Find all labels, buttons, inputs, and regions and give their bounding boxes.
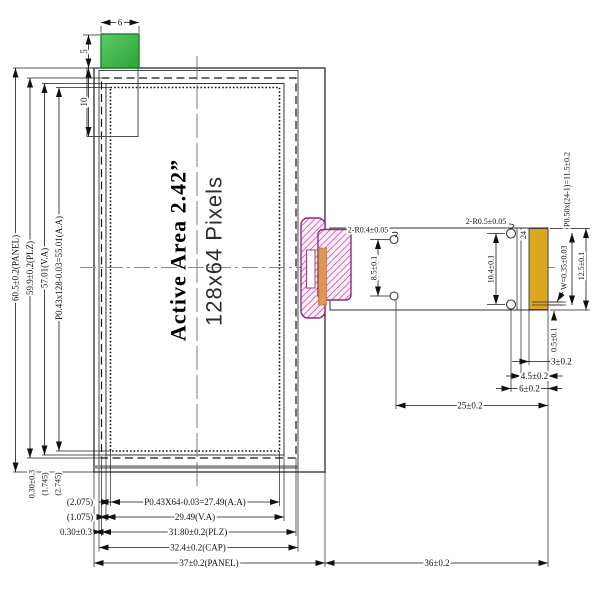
dim-active-area-width-label: P0.43X64-0.03=27.49(A.A) xyxy=(144,497,246,507)
dim-stiffener-length-label: 4.5±0.2 xyxy=(521,371,548,381)
dim-viewing-area-height-label: 57.01(V.A) xyxy=(40,248,50,288)
alignment-hole xyxy=(505,228,517,239)
dim-pin-width-label: W=0.35±0.03 xyxy=(560,246,569,290)
front-view xyxy=(80,33,568,486)
dim-bottom-gap1-label: 0.30±0.3 xyxy=(28,470,37,498)
extension-lines xyxy=(13,26,590,567)
dim-tab-height-label: 5 xyxy=(79,49,89,54)
green-tape-tab xyxy=(100,33,140,69)
leader-line xyxy=(508,223,515,230)
gold-contact-pads xyxy=(528,228,549,310)
dim-fpc-hole2-span-label: 10.4±0.1 xyxy=(487,255,496,283)
alignment-hole xyxy=(389,234,399,245)
dim-pin-pitch-label: P0.50x(24-1)=11.5±0.2 xyxy=(563,152,572,227)
dim-end-length-label: 6±0.2 xyxy=(519,384,540,394)
active-area-title: Active Area 2.42” xyxy=(166,159,191,341)
dim-fpc-total-length-label: 36±0.2 xyxy=(424,558,449,568)
dim-fpc-end-width-label: 12.5±0.1 xyxy=(577,252,586,280)
dim-bottom-gap3-label: (2.745) xyxy=(54,472,63,496)
contact-strip-orange xyxy=(318,247,327,306)
dim-tab-offset-label: 10 xyxy=(79,97,89,107)
leader-line xyxy=(391,231,398,238)
dim-active-area-height-label: P0.43x128-0.03=55.01(A.A) xyxy=(54,216,64,320)
dim-tab-width-label: 6 xyxy=(118,18,123,28)
dim-cap-width-label: 32.4±0.2(CAP) xyxy=(170,543,225,553)
dim-panel-height-label: 60.5±0.2(PANEL) xyxy=(11,235,21,301)
active-area-outline xyxy=(109,86,281,452)
dimension-lines xyxy=(12,19,589,566)
dim-fpc-free-length-label: 25±0.2 xyxy=(457,401,482,411)
dim-plz-margin-label: 0.30±0.3 xyxy=(60,527,92,537)
dim-fpc-hole1-span-label: 8.5±0.1 xyxy=(370,256,379,280)
dim-viewing-area-width-label: 29.49(V.A) xyxy=(175,512,215,522)
dim-fpc-hole1-label: 2-R0.4±0.05 xyxy=(348,226,388,235)
panel-outline xyxy=(93,67,326,473)
dim-pad-length-label: 3±0.2 xyxy=(551,357,572,367)
alignment-hole xyxy=(505,299,517,310)
dim-aa-margin-label: (2.075) xyxy=(67,497,93,507)
labels: Active Area 2.42” 128x64 Pixels 6 5 10 6… xyxy=(9,16,589,571)
pin-count-label: 24 xyxy=(519,231,528,239)
viewing-area-outline xyxy=(105,83,285,456)
dim-polarizer-width-label: 31.80±0.2(PLZ) xyxy=(169,527,227,537)
dim-va-margin-label: (1.075) xyxy=(67,512,93,522)
alignment-hole xyxy=(389,291,399,301)
connector-slot xyxy=(306,249,316,289)
resolution-title: 128x64 Pixels xyxy=(202,176,227,326)
dim-fpc-hole2-label: 2-R0.5±0.05 xyxy=(466,217,506,226)
dim-bottom-gap2-label: (1.745) xyxy=(41,472,50,496)
fpc-view xyxy=(300,217,562,319)
dim-pad-margin-label: 0.5±0.1 xyxy=(550,328,559,352)
fpc-cable-outline xyxy=(329,227,549,311)
dim-polarizer-height-label: 59.9±0.2(PLZ) xyxy=(25,241,35,295)
dim-panel-width-label: 37±0.2(PANEL) xyxy=(179,558,238,568)
